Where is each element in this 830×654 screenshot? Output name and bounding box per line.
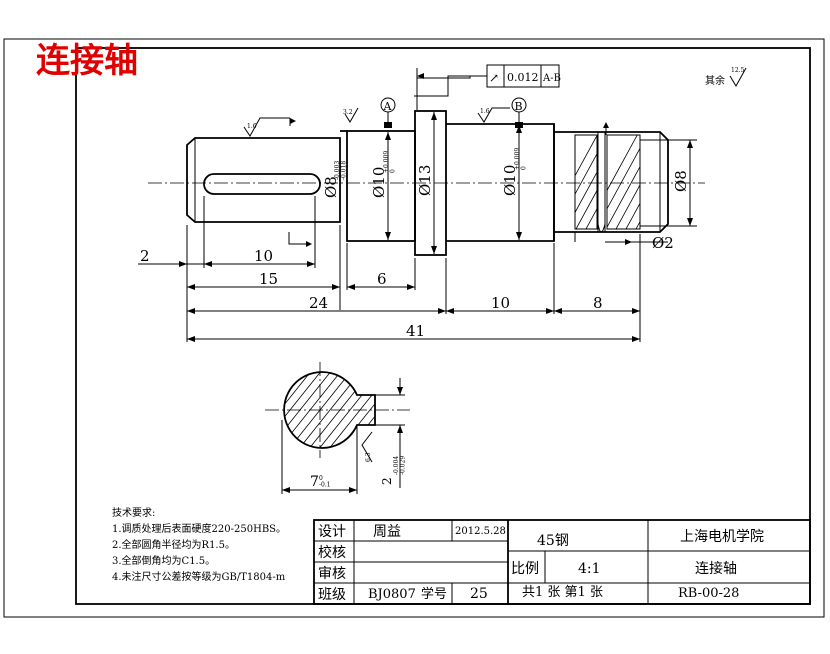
length-dimensions: 2 10 15 6 24 10 8 41 — [138, 196, 641, 342]
svg-text:Ø10: Ø10 — [501, 165, 519, 196]
diameter-dimensions: Ø8 -0.003-0.018 Ø10 +0.0090 Ø13 Ø10 +0.0… — [322, 112, 697, 254]
svg-text:学号: 学号 — [421, 586, 447, 602]
svg-text:设计: 设计 — [318, 524, 346, 540]
roughness-marks: 1.6 3.2 1.6 — [243, 107, 609, 247]
surface-note: 其余 — [705, 74, 725, 87]
svg-text:41: 41 — [406, 322, 425, 340]
svg-text:-0.004-0.029: -0.004-0.029 — [393, 456, 407, 475]
svg-text:B: B — [515, 100, 523, 113]
svg-text:6.3: 6.3 — [365, 452, 372, 462]
svg-text:6: 6 — [377, 270, 387, 288]
svg-text:Ø8: Ø8 — [322, 176, 340, 198]
svg-text:+0.0090: +0.0090 — [514, 148, 528, 170]
surface-note-value: 12.5 — [731, 67, 745, 74]
svg-text:Ø13: Ø13 — [416, 165, 434, 196]
hatching-right — [574, 134, 641, 230]
svg-text:7: 7 — [310, 474, 319, 490]
svg-text:10: 10 — [254, 247, 273, 265]
tech-requirements: 技术要求: 1.调质处理后表面硬度220-250HBS。 2.全部圆角半径均为R… — [112, 506, 286, 583]
svg-text:4:1: 4:1 — [578, 561, 601, 577]
svg-text:2: 2 — [140, 247, 150, 265]
svg-text:技术要求:: 技术要求: — [112, 506, 155, 519]
tolerance-frame: ↗ 0.012 A-B — [414, 64, 561, 110]
svg-text:45钢: 45钢 — [537, 533, 569, 549]
svg-text:1.6: 1.6 — [247, 123, 257, 130]
svg-text:上海电机学院: 上海电机学院 — [680, 529, 764, 545]
svg-text:Ø10: Ø10 — [370, 167, 388, 198]
svg-text:连接轴: 连接轴 — [695, 560, 737, 577]
svg-text:24: 24 — [309, 294, 328, 312]
svg-text:3.2: 3.2 — [343, 109, 353, 116]
svg-text:8: 8 — [593, 294, 603, 312]
svg-text:↗: ↗ — [489, 71, 499, 85]
svg-text:15: 15 — [259, 270, 278, 288]
datum-a: A — [380, 97, 396, 128]
svg-text:0-0.1: 0-0.1 — [319, 475, 331, 489]
svg-text:10: 10 — [491, 294, 510, 312]
svg-text:Ø8: Ø8 — [672, 170, 690, 192]
title-block: 设计 周益 2012.5.28 校核 审核 班级 BJ0807 学号 25 45… — [313, 519, 811, 605]
roughness-symbol-rest — [729, 67, 747, 87]
svg-text:共1 张 第1 张: 共1 张 第1 张 — [522, 585, 603, 600]
outer-border — [3, 38, 825, 618]
cross-section: 2 -0.004-0.029 6.3 7 0-0.1 — [265, 362, 410, 494]
svg-text:校核: 校核 — [318, 544, 346, 561]
svg-text:-0.003-0.018: -0.003-0.018 — [334, 161, 348, 180]
svg-text:RB-00-28: RB-00-28 — [678, 586, 739, 601]
svg-text:2.全部圆角半径均为R1.5。: 2.全部圆角半径均为R1.5。 — [112, 538, 235, 551]
svg-text:审核: 审核 — [318, 566, 346, 582]
svg-text:比例: 比例 — [511, 561, 539, 577]
svg-text:A-B: A-B — [542, 73, 561, 84]
svg-text:2: 2 — [380, 477, 394, 485]
svg-text:班级: 班级 — [318, 587, 346, 603]
svg-text:周益: 周益 — [373, 524, 401, 540]
svg-text:3.全部倒角均为C1.5。: 3.全部倒角均为C1.5。 — [112, 554, 215, 567]
svg-text:+0.0090: +0.0090 — [383, 151, 397, 173]
drawing-title: 连接轴 — [36, 41, 138, 81]
svg-text:25: 25 — [470, 586, 488, 602]
svg-text:BJ0807: BJ0807 — [368, 587, 416, 602]
svg-text:A: A — [383, 100, 393, 113]
svg-text:1.6: 1.6 — [480, 108, 490, 115]
svg-text:4.未注尺寸公差按等级为GB/T1804-m: 4.未注尺寸公差按等级为GB/T1804-m — [112, 570, 286, 583]
svg-text:1.调质处理后表面硬度220-250HBS。: 1.调质处理后表面硬度220-250HBS。 — [112, 522, 286, 535]
svg-text:2012.5.28: 2012.5.28 — [455, 526, 506, 537]
svg-text:0.012: 0.012 — [507, 71, 539, 84]
svg-text:Ø2: Ø2 — [652, 234, 674, 252]
